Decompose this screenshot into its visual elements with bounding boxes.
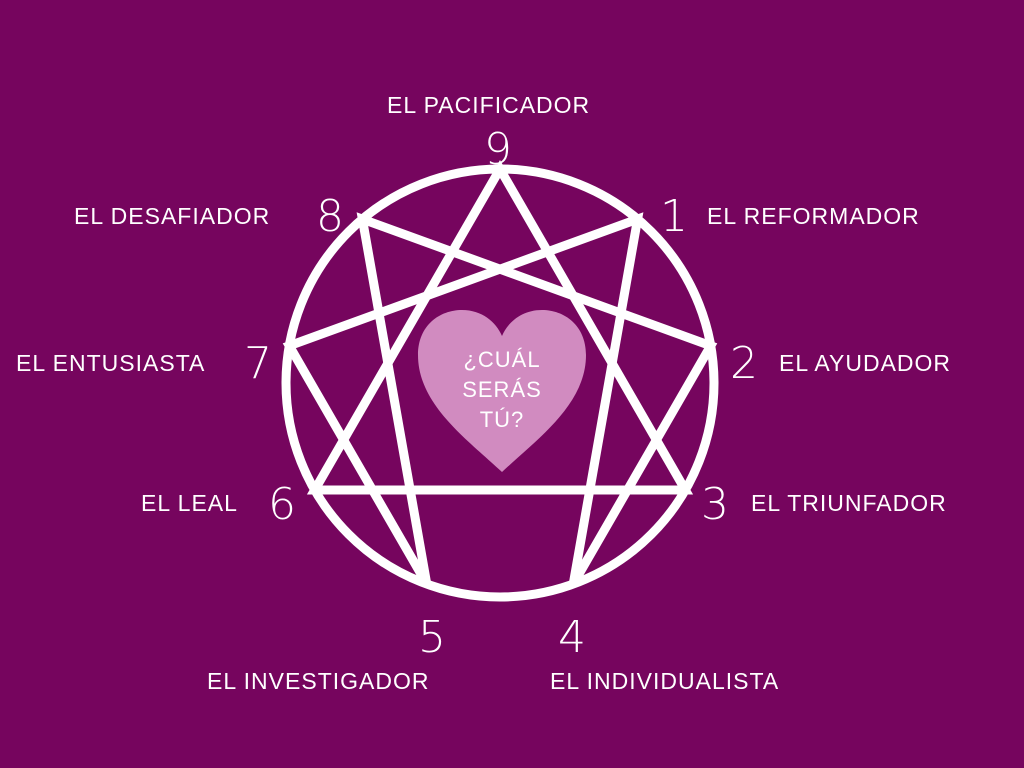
heart-question: ¿CUÁL SERÁS TÚ? [420,345,584,435]
label-point-9: EL PACIFICADOR [387,92,591,118]
label-point-8: EL DESAFIADOR [74,203,271,229]
label-point-1: EL REFORMADOR [707,203,920,229]
number-point-4: 4 [558,612,586,663]
number-point-6: 6 [268,479,296,530]
label-point-6: EL LEAL [141,490,238,516]
number-point-2: 2 [730,338,758,389]
label-point-3: EL TRIUNFADOR [751,490,947,516]
number-point-9: 9 [484,124,512,175]
number-point-1: 1 [660,191,688,242]
label-point-5: EL INVESTIGADOR [207,668,430,694]
label-point-7: EL ENTUSIASTA [16,350,206,376]
number-point-7: 7 [244,338,272,389]
number-point-8: 8 [316,191,344,242]
number-point-3: 3 [701,479,729,530]
heart-icon [418,310,586,472]
label-point-2: EL AYUDADOR [779,350,952,376]
number-point-5: 5 [418,612,446,663]
label-point-4: EL INDIVIDUALISTA [550,668,780,694]
enneagram-hexad [282,212,718,587]
heart-line-2: SERÁS [462,377,542,402]
heart-line-3: TÚ? [479,407,525,432]
heart-line-1: ¿CUÁL [463,347,541,372]
enneagram-triangle [306,159,694,495]
